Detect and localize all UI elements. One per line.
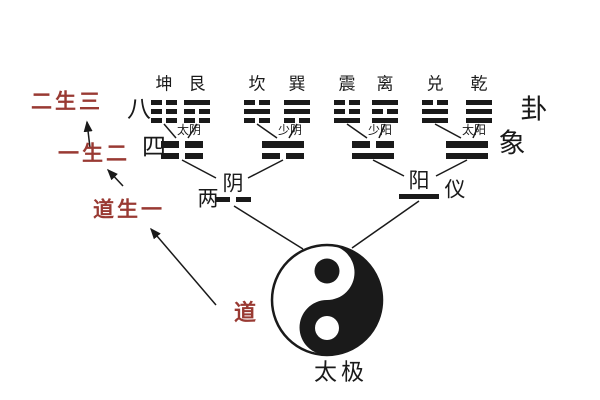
line-kun-to-taiyin — [163, 123, 177, 139]
trigram-zhen-line-2 — [334, 109, 345, 114]
taiji-yang-dot — [315, 316, 339, 340]
trigram-qian-line-1 — [466, 100, 492, 105]
trigram-gen-line-3 — [184, 118, 195, 123]
annotation-dao-sheng-yi: 道生一 — [93, 197, 165, 222]
trigram-xun-line-2 — [284, 109, 310, 114]
sixiang-shaoyang-line-1 — [376, 141, 394, 148]
sixiang-shaoyang-line-2 — [352, 152, 394, 159]
trigram-xun-line-1 — [284, 100, 310, 105]
sixiang-shaoyang-line-1 — [352, 141, 370, 148]
trigram-kan-line-1 — [244, 100, 255, 105]
row-label-liangyi-left: 两 — [197, 186, 219, 211]
trigram-name-qian: 乾 — [470, 74, 488, 95]
trigram-kun-line-1 — [166, 100, 177, 105]
trigram-name-xun: 巽 — [288, 74, 306, 95]
trigram-name-gen: 艮 — [188, 74, 206, 95]
row-label-sixiang-right: 象 — [498, 128, 526, 160]
trigram-name-li: 离 — [376, 74, 394, 95]
annotation-yi-sheng-er: 一生二 — [58, 141, 130, 166]
line-xun-to-shaoyin — [288, 123, 298, 139]
trigram-kun-line-2 — [151, 109, 162, 114]
sixiang-taiyin-line-2 — [161, 152, 179, 159]
trigram-name-dui: 兑 — [426, 74, 444, 95]
trigram-li-line-1 — [372, 100, 398, 105]
trigram-name-zhen: 震 — [338, 74, 356, 95]
trigram-gen-line-2 — [184, 109, 195, 114]
taiji-yin-dot — [314, 258, 340, 284]
line-kan-to-shaoyin — [256, 123, 278, 139]
sixiang-taiyang-line-1 — [446, 141, 488, 148]
trigram-gen-line-2 — [199, 109, 210, 114]
trigram-kan-line-3 — [259, 118, 270, 123]
trigram-kan-line-3 — [244, 118, 255, 123]
trigram-gen-line-3 — [199, 118, 210, 123]
trigram-dui-line-1 — [437, 100, 448, 105]
liangyi-yin-line — [214, 197, 231, 202]
line-shaoyang-to-yang — [372, 159, 405, 177]
trigram-kan-line-2 — [244, 109, 270, 114]
trigram-li-line-3 — [372, 118, 398, 123]
line-shaoyin-to-yin — [247, 159, 284, 179]
row-label-bagua-left: 八 — [127, 95, 151, 123]
sixiang-name-taiyin: 太阴 — [176, 123, 202, 137]
trigram-qian-line-2 — [466, 109, 492, 114]
trigram-xun-line-3 — [284, 118, 295, 123]
liangyi-name-yang: 阳 — [408, 168, 430, 193]
row-label-bagua-right: 卦 — [520, 94, 548, 126]
trigram-name-kan: 坎 — [248, 74, 266, 95]
trigram-kun-line-1 — [151, 100, 162, 105]
sixiang-shaoyin-line-2 — [262, 152, 280, 159]
trigram-kun-line-3 — [166, 118, 177, 123]
line-taiyin-to-yin — [181, 159, 217, 179]
sixiang-taiyin-line-1 — [161, 141, 179, 148]
trigram-dui-line-3 — [422, 118, 448, 123]
line-taiyang-to-yang — [435, 159, 468, 177]
sixiang-taiyin-line-1 — [185, 141, 203, 148]
trigram-kun-line-3 — [151, 118, 162, 123]
line-zhen-to-shaoyang — [346, 123, 368, 139]
sixiang-name-taiyang: 太阳 — [461, 123, 487, 137]
liangyi-yang-line — [399, 194, 439, 199]
arrow-daoshengyi-to-yishenger — [106, 168, 124, 187]
liangyi-name-yin: 阴 — [222, 171, 244, 196]
trigram-zhen-line-1 — [334, 100, 345, 105]
sixiang-shaoyin-line-1 — [262, 141, 304, 148]
trigram-li-line-2 — [387, 109, 398, 114]
line-yin-to-taiji — [233, 205, 304, 250]
row-label-liangyi-right: 仪 — [444, 177, 466, 202]
sixiang-taiyang-line-2 — [446, 152, 488, 159]
trigram-kan-line-1 — [259, 100, 270, 105]
trigram-qian-line-3 — [466, 118, 492, 123]
trigram-zhen-line-3 — [334, 118, 360, 123]
line-qian-to-taiyang — [472, 123, 480, 139]
line-li-to-shaoyang — [378, 123, 386, 139]
line-dui-to-taiyang — [434, 123, 462, 139]
line-gen-to-taiyin — [187, 123, 198, 139]
annotation-dao: 道 — [233, 301, 257, 326]
sixiang-name-shaoyang: 少阳 — [367, 123, 393, 137]
trigram-name-kun: 坤 — [155, 74, 173, 95]
sixiang-taiyin-line-2 — [185, 152, 203, 159]
trigram-dui-line-1 — [422, 100, 433, 105]
liangyi-yin-line — [235, 197, 252, 202]
trigram-zhen-line-1 — [349, 100, 360, 105]
trigram-zhen-line-2 — [349, 109, 360, 114]
annotation-er-sheng-san: 二生三 — [31, 89, 103, 114]
arrow-yishenger-to-ershengsan — [83, 120, 93, 149]
line-yang-to-taiji — [351, 200, 420, 249]
trigram-gen-line-1 — [184, 100, 210, 105]
taiji-symbol — [270, 243, 384, 357]
arrow-dao-to-daoshengyi — [150, 227, 217, 306]
trigram-dui-line-2 — [422, 109, 448, 114]
taiji-caption: 太极 — [314, 359, 368, 386]
sixiang-name-shaoyin: 少阴 — [277, 123, 303, 137]
trigram-kun-line-2 — [166, 109, 177, 114]
trigram-li-line-2 — [372, 109, 383, 114]
trigram-xun-line-3 — [299, 118, 310, 123]
sixiang-shaoyin-line-2 — [286, 152, 304, 159]
